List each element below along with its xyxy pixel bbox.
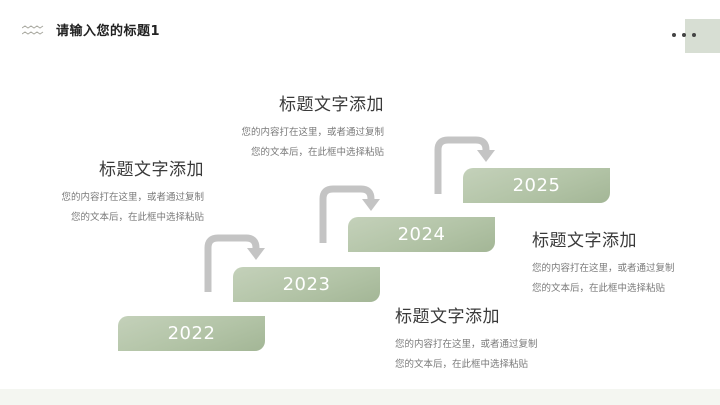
- year-bar-2024: 2024: [348, 217, 495, 252]
- step-arrow-icon: [434, 136, 495, 194]
- text-block-2024: 标题文字添加 您的内容打在这里，或者通过复制 您的文本后，在此框中选择粘贴: [194, 90, 384, 163]
- year-bar-2023: 2023: [233, 267, 380, 302]
- block-desc-line2: 您的文本后，在此框中选择粘贴: [532, 283, 666, 294]
- block-desc-line2: 您的文本后，在此框中选择粘贴: [70, 212, 204, 223]
- text-block-2023: 标题文字添加 您的内容打在这里，或者通过复制 您的文本后，在此框中选择粘贴: [395, 302, 585, 375]
- step-arrow-icon: [319, 185, 380, 243]
- year-bar-2022: 2022: [118, 316, 265, 351]
- dot: [672, 33, 676, 37]
- dot: [682, 33, 686, 37]
- text-block-2025: 标题文字添加 您的内容打在这里，或者通过复制 您的文本后，在此框中选择粘贴: [532, 226, 720, 299]
- page-title: 请输入您的标题1: [56, 24, 161, 39]
- wave-lines-icon: [22, 25, 44, 35]
- block-desc-line1: 您的内容打在这里，或者通过复制: [532, 263, 675, 274]
- block-desc-line2: 您的文本后，在此框中选择粘贴: [395, 359, 529, 370]
- footer-band: [0, 389, 720, 405]
- step-arrow-icon: [204, 234, 265, 292]
- block-desc-line2: 您的文本后，在此框中选择粘贴: [250, 147, 384, 158]
- dot: [692, 33, 696, 37]
- block-desc-line1: 您的内容打在这里，或者通过复制: [61, 192, 204, 203]
- block-title: 标题文字添加: [279, 95, 384, 115]
- block-title: 标题文字添加: [532, 231, 637, 251]
- block-desc-line1: 您的内容打在这里，或者通过复制: [241, 127, 384, 138]
- block-title: 标题文字添加: [99, 160, 204, 180]
- text-block-2022: 标题文字添加 您的内容打在这里，或者通过复制 您的文本后，在此框中选择粘贴: [14, 155, 204, 228]
- more-dots-icon[interactable]: [672, 33, 696, 37]
- corner-decoration: [685, 19, 720, 53]
- block-title: 标题文字添加: [395, 307, 500, 327]
- block-desc-line1: 您的内容打在这里，或者通过复制: [395, 339, 538, 350]
- year-bar-2025: 2025: [463, 168, 610, 203]
